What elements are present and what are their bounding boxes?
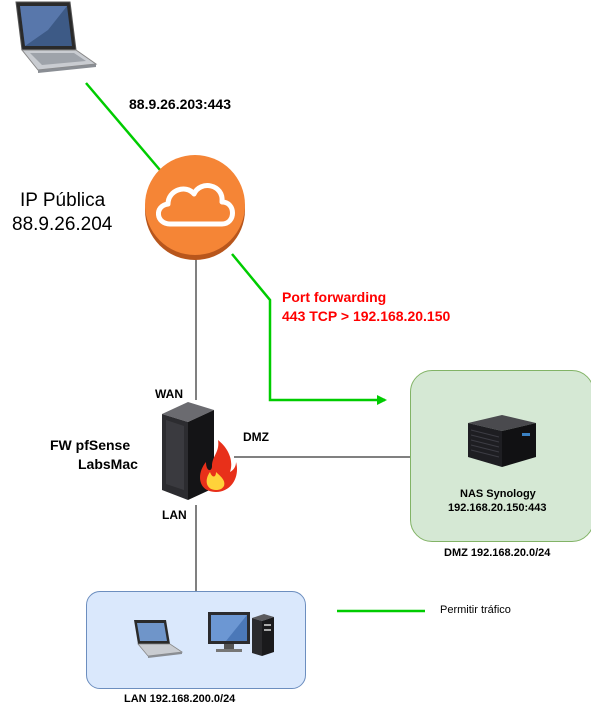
lan-laptop-icon <box>134 620 184 658</box>
laptop-icon <box>15 1 98 73</box>
internet-traffic-line <box>85 82 161 171</box>
nas-server-icon <box>468 415 536 467</box>
port-forward-line <box>231 253 387 405</box>
lan-desktop-icon <box>208 612 274 656</box>
cloud-icon <box>145 155 245 260</box>
legend-label: Permitir tráfico <box>440 604 511 616</box>
remote-endpoint-label: 88.9.26.203:443 <box>129 96 231 112</box>
nas-name-label: NAS Synology <box>460 488 536 500</box>
firewall-name-line2: LabsMac <box>78 456 138 472</box>
public-ip-value: 88.9.26.204 <box>12 214 113 235</box>
wan-interface-label: WAN <box>155 387 183 401</box>
port-forwarding-title: Port forwarding <box>282 289 387 305</box>
public-ip-label: IP Pública <box>20 190 106 211</box>
nas-address-label: 192.168.20.150:443 <box>448 502 547 514</box>
lan-interface-label: LAN <box>162 508 187 522</box>
dmz-interface-label: DMZ <box>243 430 269 444</box>
port-forwarding-rule: 443 TCP > 192.168.20.150 <box>282 308 451 324</box>
firewall-name-line1: FW pfSense <box>50 437 131 453</box>
lan-zone-label: LAN 192.168.200.0/24 <box>124 693 236 705</box>
dmz-zone-label: DMZ 192.168.20.0/24 <box>444 547 551 559</box>
firewall-icon <box>162 402 238 500</box>
